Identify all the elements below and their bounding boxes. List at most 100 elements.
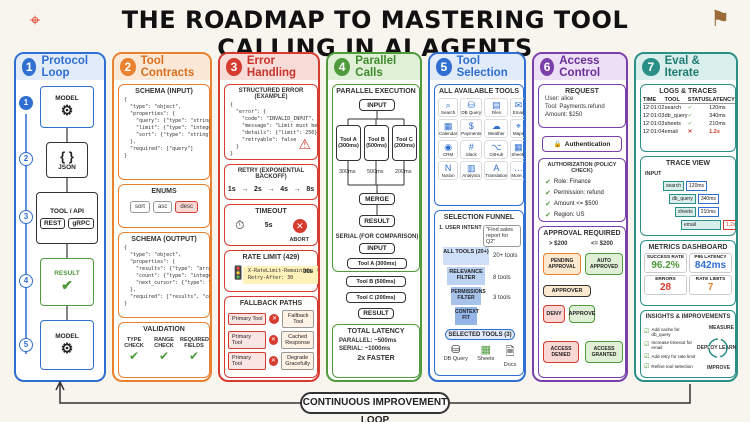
all-tools-panel: ALL AVAILABLE TOOLS ⌕Search⛁DB Query▤Fil… (434, 84, 524, 206)
serial-title: SERIAL (FOR COMPARISON) (335, 234, 419, 240)
cycle-icon (708, 338, 728, 358)
serial-tool-c: Tool C (200ms) (346, 292, 406, 303)
metric-label: SUCCESS RATE (646, 255, 685, 260)
tool-label: Payments (461, 131, 482, 136)
timeout-panel: TIMEOUT ⏱ 5s ✕ ABORT (224, 204, 318, 246)
tool-tile: ⌕Search (438, 98, 459, 117)
tool-icon: ▦ (443, 121, 453, 131)
tool-tile: $Payments (460, 119, 483, 138)
total-latency-title: TOTAL LATENCY (347, 328, 405, 335)
request-title: REQUEST (565, 88, 599, 95)
fail-icon: ✕ (268, 335, 279, 345)
insight-label: Refine tool selection (651, 363, 693, 369)
result-label: RESULT (54, 270, 80, 277)
section-title: Tool Contracts (140, 55, 195, 79)
tool-label: TOOL / API (50, 207, 84, 215)
authz-title: AUTHORIZATION (POLICY CHECK) (547, 162, 617, 174)
result-node: RESULT✔ (40, 258, 94, 306)
schema-input-code: { "type": "object", "properties": { "que… (124, 97, 212, 159)
tool-tile: ▦Calendar (438, 119, 459, 138)
validation-title: VALIDATION (143, 326, 185, 333)
tool-label: Maps (512, 131, 524, 136)
trace-tool: sheets (675, 207, 696, 217)
tool-icon: ⌖ (515, 121, 521, 131)
trace-title: TRACE VIEW (666, 160, 710, 167)
approval-panel: APPROVAL REQUIRED > $200 <= $200 PENDING… (538, 226, 626, 378)
stopwatch-icon: ⏱ (235, 218, 245, 232)
tool-label: Analytics (462, 173, 481, 178)
insight-label: Add cache for db_query (651, 326, 680, 337)
docs-icon: 🗎 (505, 346, 515, 358)
check-icon: ✔ (61, 277, 73, 293)
trace-tool: email (681, 220, 721, 230)
selected-tool: Sheets (477, 356, 495, 362)
robot-icon: ⚙ (60, 340, 74, 356)
primary-tool-chip: Primary Tool (228, 352, 266, 370)
log-cell: email (664, 129, 678, 135)
continuous-improvement-loop: CONTINUOUS IMPROVEMENT LOOP (300, 392, 450, 422)
json-node: { }JSON (46, 142, 88, 178)
result-box: RESULT (359, 215, 395, 227)
approval-title: APPROVAL REQUIRED (543, 230, 621, 237)
all-tools-title: ALL AVAILABLE TOOLS (438, 88, 520, 95)
braces-icon: { } (60, 149, 74, 164)
tool-tile: ☁Weather (484, 119, 509, 138)
authentication-box: 🔒Authentication (542, 136, 622, 152)
tool-icon: $ (468, 121, 474, 131)
policy-label: Role: Finance (553, 178, 591, 185)
log-cell: sheets (664, 121, 681, 127)
tool-label: Calendar (439, 131, 458, 136)
deny-box: DENY (543, 305, 565, 323)
range-check-label: RANGE CHECK (154, 337, 174, 349)
user-intent-label: 1. USER INTENT (439, 225, 482, 231)
log-cell: 340ms (709, 113, 726, 119)
request-user: User: alice (545, 96, 574, 102)
tool-icon: ▥ (467, 163, 476, 173)
cycle-label: MEASURE (709, 325, 735, 331)
step-number: 2 (120, 58, 136, 76)
parallel-exec-panel: PARALLEL EXECUTION INPUT Tool A (300ms) … (332, 84, 420, 272)
request-panel: REQUEST User: alice Tool: Payments.refun… (538, 84, 626, 128)
input-box: INPUT (359, 99, 395, 111)
parallel-latency: PARALLEL: ~500ms (339, 338, 397, 344)
log-cell: 1.2s (709, 129, 720, 135)
metric-label: ERRORS (655, 277, 676, 282)
schema-input-title: SCHEMA (INPUT) (135, 88, 193, 95)
authentication-label: Authentication (564, 140, 611, 148)
fail-icon: ✕ (269, 314, 280, 324)
section-title: Tool Selection (456, 55, 508, 79)
cycle-label: DEPLOY (697, 345, 718, 351)
logs-col-header: LATENCY (709, 97, 735, 104)
rate-limit-headers: X-RateLimit-Remaining: 0 Retry-After: 30 (243, 266, 318, 284)
backoff-step: 1s (227, 186, 236, 193)
tool-label: Notion (441, 173, 455, 178)
tool-tile: ⛁DB Query (460, 98, 483, 117)
selected-tools-badge: SELECTED TOOLS (3) (445, 329, 515, 340)
trace-latency: 210ms (697, 207, 719, 217)
step-badge-1: 1 (19, 96, 33, 110)
trace-latency: 1.2s (723, 220, 736, 230)
robot-icon: ⚙ (60, 102, 74, 118)
signpost-icon: ⚑ (710, 6, 730, 31)
schema-output-code: { "type": "object", "properties": { "res… (124, 245, 212, 307)
section-title: Eval & Iterate (664, 55, 700, 79)
serial-tool-a: Tool A (300ms) (347, 258, 407, 269)
pending-approval-box: PENDING APPROVAL (543, 253, 581, 275)
metric-value: 7 (707, 282, 714, 293)
traffic-light-icon: 🚦 (230, 265, 247, 280)
merge-box: MERGE (359, 193, 395, 205)
check-circle-icon: ✔ (158, 349, 170, 363)
check-circle-icon: ✔ (188, 349, 200, 363)
log-cell: ✓ (687, 113, 693, 119)
